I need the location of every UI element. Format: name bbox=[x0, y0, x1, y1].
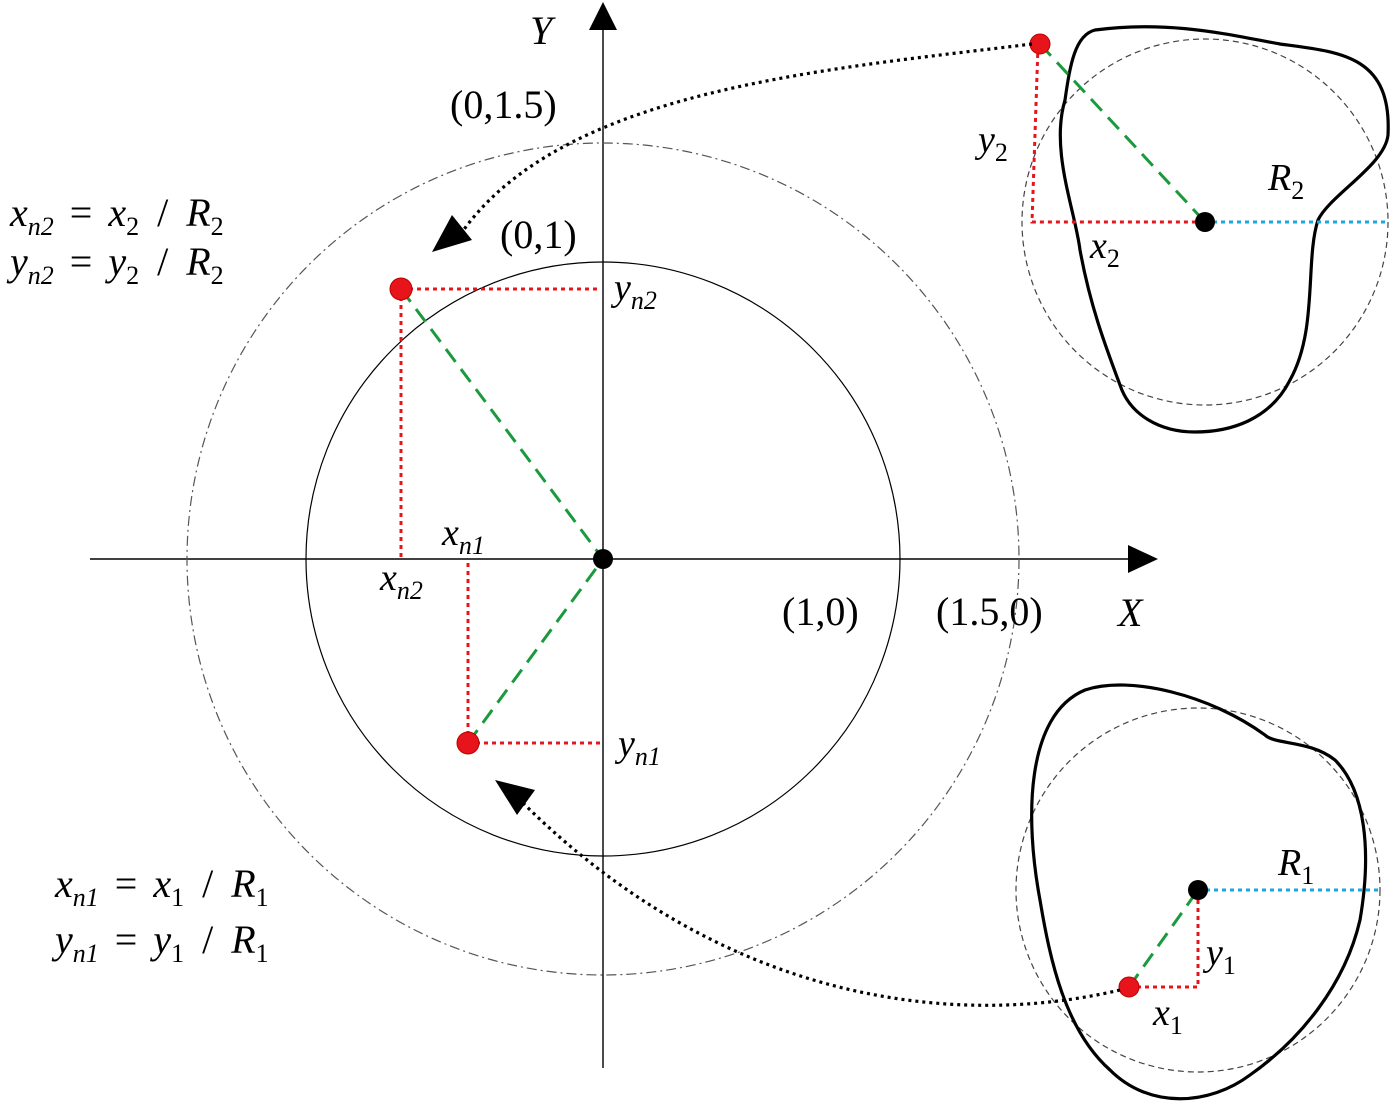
shape2-point bbox=[1029, 33, 1051, 55]
mapping-arrow-bottom-head bbox=[495, 780, 535, 815]
shape2-radius-line bbox=[1038, 42, 1207, 224]
equation-xn1: xn1 = x1 / R1 bbox=[54, 861, 269, 915]
normalized-point-n1 bbox=[456, 731, 480, 755]
point-label-0-1.5: (0,1.5) bbox=[450, 82, 557, 127]
shape1-point bbox=[1118, 976, 1140, 998]
shape2-outline bbox=[1058, 25, 1390, 434]
label-x2: x2 bbox=[1089, 225, 1120, 273]
outer-circle-1-5 bbox=[186, 142, 1020, 976]
label-x1: x1 bbox=[1152, 992, 1183, 1040]
n1-radius-line bbox=[466, 558, 605, 744]
label-yn1: yn1 bbox=[614, 723, 661, 771]
equation-yn1: yn1 = y1 / R1 bbox=[51, 917, 269, 971]
equation-yn2: yn2 = y2 / R2 bbox=[6, 239, 224, 293]
y2-projection-line bbox=[1030, 45, 1203, 224]
origin-point bbox=[593, 549, 613, 569]
point-label-1.5-0: (1.5,0) bbox=[936, 589, 1043, 634]
mapping-arrow-top-head bbox=[432, 215, 472, 252]
equations-bottom: xn1 = x1 / R1 yn1 = y1 / R1 bbox=[51, 861, 269, 971]
x-axis-label: X bbox=[1116, 590, 1144, 635]
equations-top: xn2 = x2 / R2 yn2 = y2 / R2 bbox=[6, 190, 224, 293]
label-R1: R1 bbox=[1277, 842, 1314, 890]
shape1-radius-line bbox=[1127, 889, 1200, 988]
shape2-reference-circle bbox=[1021, 38, 1389, 406]
normalized-point-n2 bbox=[389, 277, 413, 301]
mapping-arrow-top bbox=[458, 42, 1033, 236]
point-label-1-0: (1,0) bbox=[782, 589, 859, 634]
x-axis-arrowhead bbox=[1128, 545, 1158, 573]
shape1-center bbox=[1188, 880, 1208, 900]
equation-xn2: xn2 = x2 / R2 bbox=[9, 190, 224, 244]
shape2-center bbox=[1195, 212, 1215, 232]
label-y2: y2 bbox=[974, 119, 1008, 167]
label-yn2: yn2 bbox=[610, 267, 657, 315]
label-y1: y1 bbox=[1202, 932, 1236, 980]
n2-radius-line bbox=[399, 288, 605, 560]
label-xn2: xn2 bbox=[379, 557, 423, 605]
shape1-reference-circle bbox=[1015, 707, 1381, 1073]
y-axis-label: Y bbox=[530, 8, 556, 53]
y-axis-arrowhead bbox=[589, 2, 617, 30]
unit-circle bbox=[305, 261, 901, 857]
shape1-outline bbox=[1030, 683, 1368, 1101]
label-xn1: xn1 bbox=[441, 512, 485, 560]
point-label-0-1: (0,1) bbox=[500, 212, 577, 257]
label-R2: R2 bbox=[1267, 157, 1304, 205]
